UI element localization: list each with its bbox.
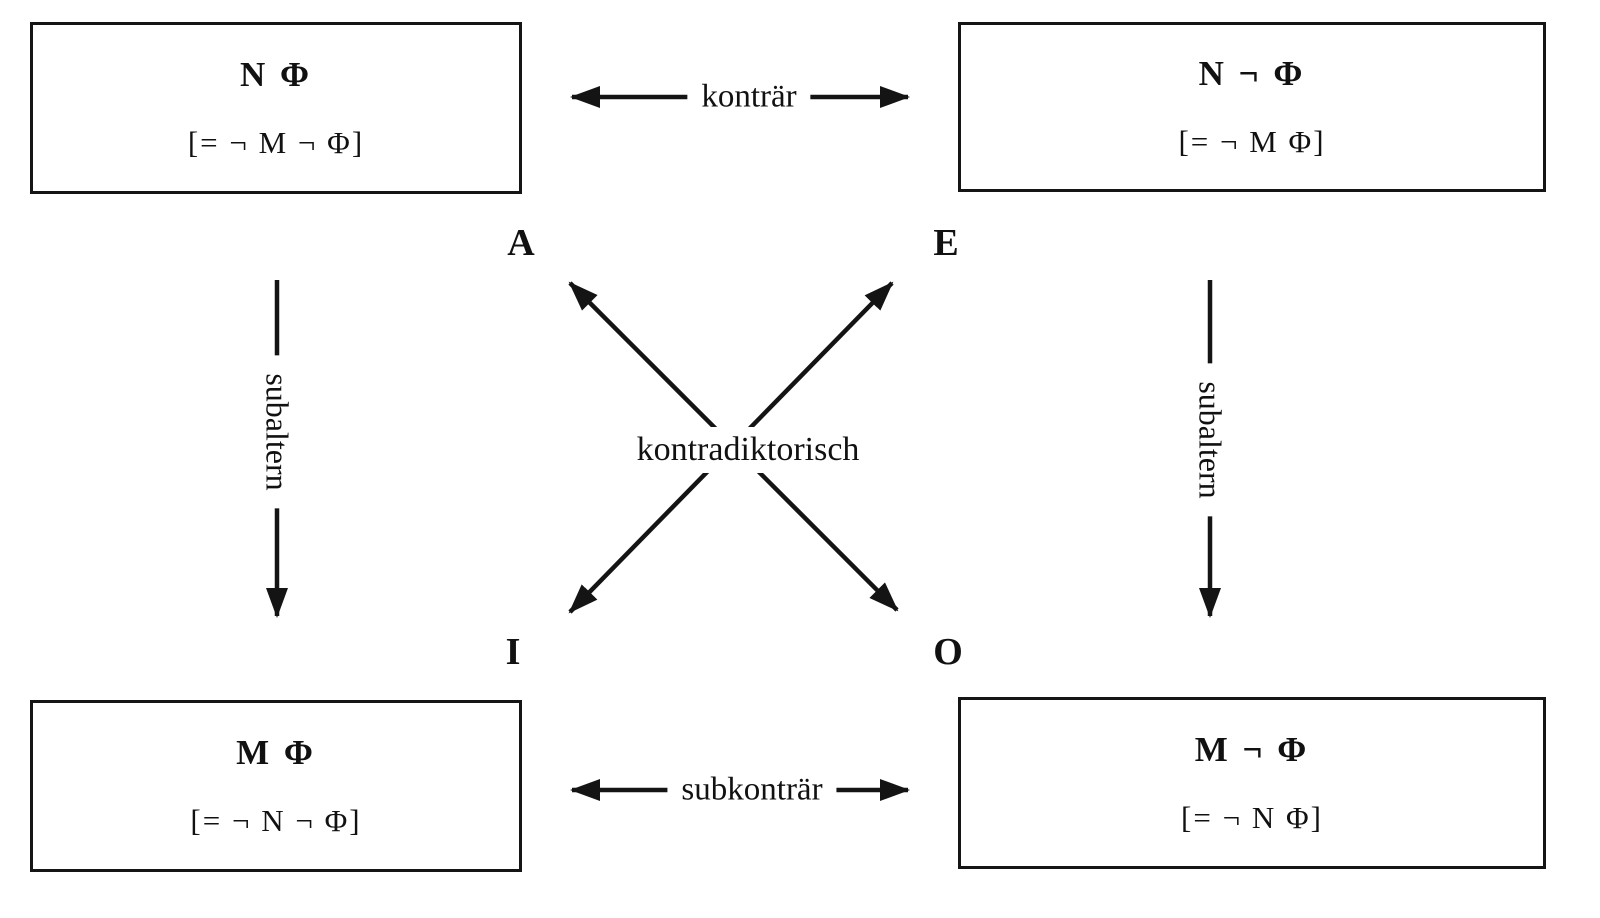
subaltern-left-label: subaltern bbox=[256, 355, 298, 509]
corner-letter-i: I bbox=[505, 631, 521, 673]
proposition-box-top-left: N Φ [= ¬ M ¬ Φ] bbox=[30, 22, 522, 194]
formula-text: M ¬ Φ bbox=[1194, 730, 1310, 769]
corner-letter-a: A bbox=[507, 222, 535, 264]
corner-letter-e: E bbox=[933, 222, 959, 264]
contradictory-label: kontradiktorisch bbox=[618, 427, 878, 473]
equivalence-text: [= ¬ N Φ] bbox=[1181, 800, 1323, 835]
contrary-label: konträr bbox=[687, 76, 811, 118]
subcontrary-label: subkonträr bbox=[667, 769, 837, 811]
proposition-box-top-right: N ¬ Φ [= ¬ M Φ] bbox=[958, 22, 1546, 192]
equivalence-text: [= ¬ M Φ] bbox=[1178, 123, 1326, 159]
formula-text: N Φ bbox=[239, 55, 313, 94]
equivalence-text: [= ¬ N ¬ Φ] bbox=[190, 803, 362, 838]
corner-letter-o: O bbox=[933, 631, 963, 673]
formula-text: M Φ bbox=[236, 733, 316, 772]
proposition-box-bottom-left: M Φ [= ¬ N ¬ Φ] bbox=[30, 700, 522, 872]
equivalence-text: [= ¬ M ¬ Φ] bbox=[187, 125, 365, 160]
proposition-box-bottom-right: M ¬ Φ [= ¬ N Φ] bbox=[958, 697, 1546, 869]
formula-text: N ¬ Φ bbox=[1198, 54, 1306, 94]
subaltern-right-label: subaltern bbox=[1189, 363, 1231, 517]
